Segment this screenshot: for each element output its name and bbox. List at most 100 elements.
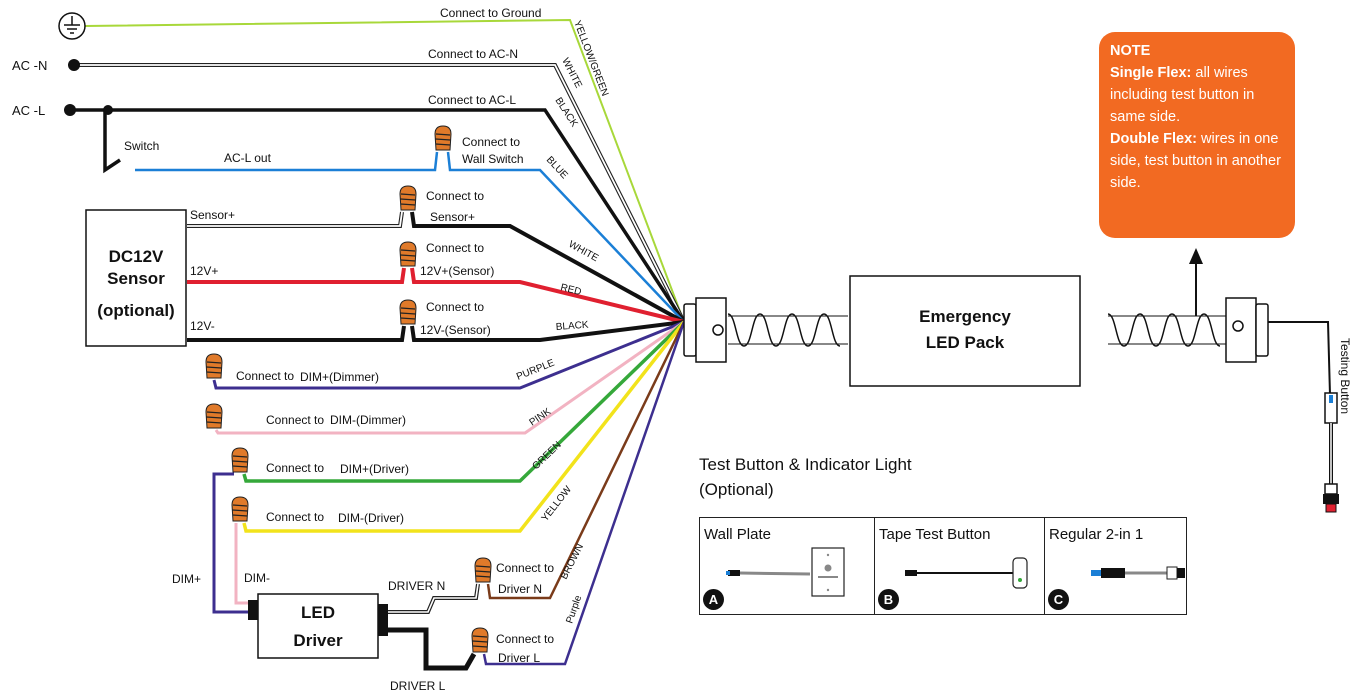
option-badge: C: [1048, 589, 1069, 610]
right-conduit-fitting: [1225, 297, 1269, 363]
wire-label-black-2: BLACK: [555, 320, 589, 333]
sensor-title-line1: DC12V: [109, 247, 164, 266]
label-connect-to-9: Connect to: [496, 561, 554, 575]
wire-black: [187, 320, 685, 342]
wire-brown: [486, 321, 686, 600]
sensor-title-line3: (optional): [97, 301, 174, 320]
label-testing-button: Testing Button: [1338, 338, 1352, 414]
wire-label-yellow: YELLOW: [540, 484, 575, 524]
right-flex-conduit: [1107, 313, 1226, 347]
option-wall-plate: Wall Plate A: [700, 518, 875, 614]
note-box: NOTE Single Flex: all wires including te…: [1099, 32, 1295, 238]
label-connect-to-10: Connect to: [496, 632, 554, 646]
label-ac-l: AC -L: [12, 103, 45, 118]
emergency-pack-box: Emergency LED Pack: [849, 275, 1081, 387]
wire-driver-n: [380, 583, 480, 614]
wire-label-green: GREEN: [530, 440, 563, 473]
label-connect-to-8: Connect to: [266, 510, 324, 524]
note-title: NOTE: [1110, 43, 1151, 59]
wire-nut-icon: [434, 125, 452, 151]
wire-nut-icon: [205, 353, 223, 379]
tape-button-icon: [905, 557, 1028, 589]
label-connect-to-1: Connect to: [462, 135, 520, 149]
regular-button-icon: [1091, 566, 1185, 580]
ac-l-terminal: [64, 104, 76, 116]
emergency-title-line1: Emergency: [919, 307, 1011, 326]
label-dim-minus-driver: DIM-(Driver): [338, 511, 404, 525]
label-dim-plus-dimmer: DIM+(Dimmer): [300, 370, 379, 384]
label-wall-switch: Wall Switch: [462, 152, 524, 166]
label-driver-n: DRIVER N: [388, 579, 445, 593]
label-12v-minus-conn: 12V-(Sensor): [420, 323, 491, 337]
ground-icon: [58, 12, 86, 40]
note-double-bold: Double Flex:: [1110, 131, 1198, 147]
wire-ac-n: [76, 63, 686, 323]
label-connect-to-3: Connect to: [426, 241, 484, 255]
driver-title-line2: Driver: [293, 631, 343, 650]
up-arrow-icon: [1189, 248, 1203, 316]
label-driver-l: DRIVER L: [390, 679, 446, 693]
test-section-title: Test Button & Indicator Light (Optional): [699, 452, 912, 502]
ac-l-junction: [103, 105, 113, 115]
label-connect-to-6: Connect to: [266, 413, 324, 427]
label-dim-minus: DIM-: [244, 571, 270, 585]
test-options-table: Wall Plate A Tape Test Button B Regular …: [699, 517, 1187, 615]
wire-label-purple: PURPLE: [515, 357, 557, 382]
label-connect-acn: Connect to AC-N: [428, 47, 518, 61]
wire-purple-2: [482, 321, 686, 666]
wire-nut-icon: [399, 299, 417, 325]
label-ac-n: AC -N: [12, 58, 47, 73]
wire-nut-icon: [399, 241, 417, 267]
wire-pink: [214, 320, 685, 435]
wire-nut-icon: [399, 185, 417, 211]
wire-driver-l: [380, 627, 477, 671]
driver-title-line1: LED: [301, 603, 335, 622]
option-tape-test-button: Tape Test Button B: [875, 518, 1045, 614]
label-12v-plus-conn: 12V+(Sensor): [420, 264, 494, 278]
wire-blue: [135, 151, 685, 323]
wire-label-red: RED: [559, 282, 582, 298]
wire-red: [187, 267, 685, 324]
label-12v-plus: 12V+: [190, 264, 218, 278]
test-title-line1: Test Button & Indicator Light: [699, 455, 912, 474]
label-switch: Switch: [124, 139, 159, 153]
option-badge: B: [878, 589, 899, 610]
label-acl-out: AC-L out: [224, 151, 272, 165]
label-connect-ground: Connect to Ground: [440, 6, 541, 20]
option-regular-2-in-1: Regular 2-in 1 C: [1045, 518, 1186, 614]
wire-label-pink: PINK: [528, 406, 554, 428]
wire-ac-l: [70, 108, 686, 323]
sensor-box: DC12V Sensor (optional): [85, 209, 187, 347]
label-sensor-plus: Sensor+: [190, 208, 235, 222]
sensor-title-line2: Sensor: [107, 269, 165, 288]
note-single-bold: Single Flex:: [1110, 65, 1192, 81]
wire-ground: [84, 18, 685, 323]
label-connect-to-7: Connect to: [266, 461, 324, 475]
label-connect-to-4: Connect to: [426, 300, 484, 314]
left-flex-conduit: [727, 313, 848, 347]
label-connect-to-5: Connect to: [236, 369, 294, 383]
wire-nut-icon: [231, 496, 249, 522]
label-dim-plus: DIM+: [172, 572, 201, 586]
label-driver-l-conn: Driver L: [498, 651, 540, 665]
wire-nut-icon: [231, 447, 249, 473]
note-single-text: all wires including test button in same …: [1110, 65, 1255, 125]
wire-green: [242, 320, 686, 483]
wire-driver-dim-plus: [212, 472, 252, 614]
label-sensor-plus-conn: Sensor+: [430, 210, 475, 224]
option-badge: A: [703, 589, 724, 610]
ac-n-terminal: [68, 59, 80, 71]
wire-purple: [212, 320, 685, 390]
option-label: Regular 2-in 1: [1049, 526, 1144, 543]
label-dim-minus-dimmer: DIM-(Dimmer): [330, 413, 406, 427]
led-driver-box: LED Driver: [248, 593, 388, 659]
wire-nut-icon: [474, 557, 492, 583]
wire-yellow: [242, 320, 686, 533]
wire-nut-icon: [471, 627, 489, 653]
wall-plate-icon: [726, 547, 845, 597]
label-driver-n-conn: Driver N: [498, 582, 542, 596]
test-title-line2: (Optional): [699, 480, 774, 499]
wire-label-brown: BROWN: [559, 542, 586, 581]
testing-button-cable: [1268, 321, 1339, 513]
